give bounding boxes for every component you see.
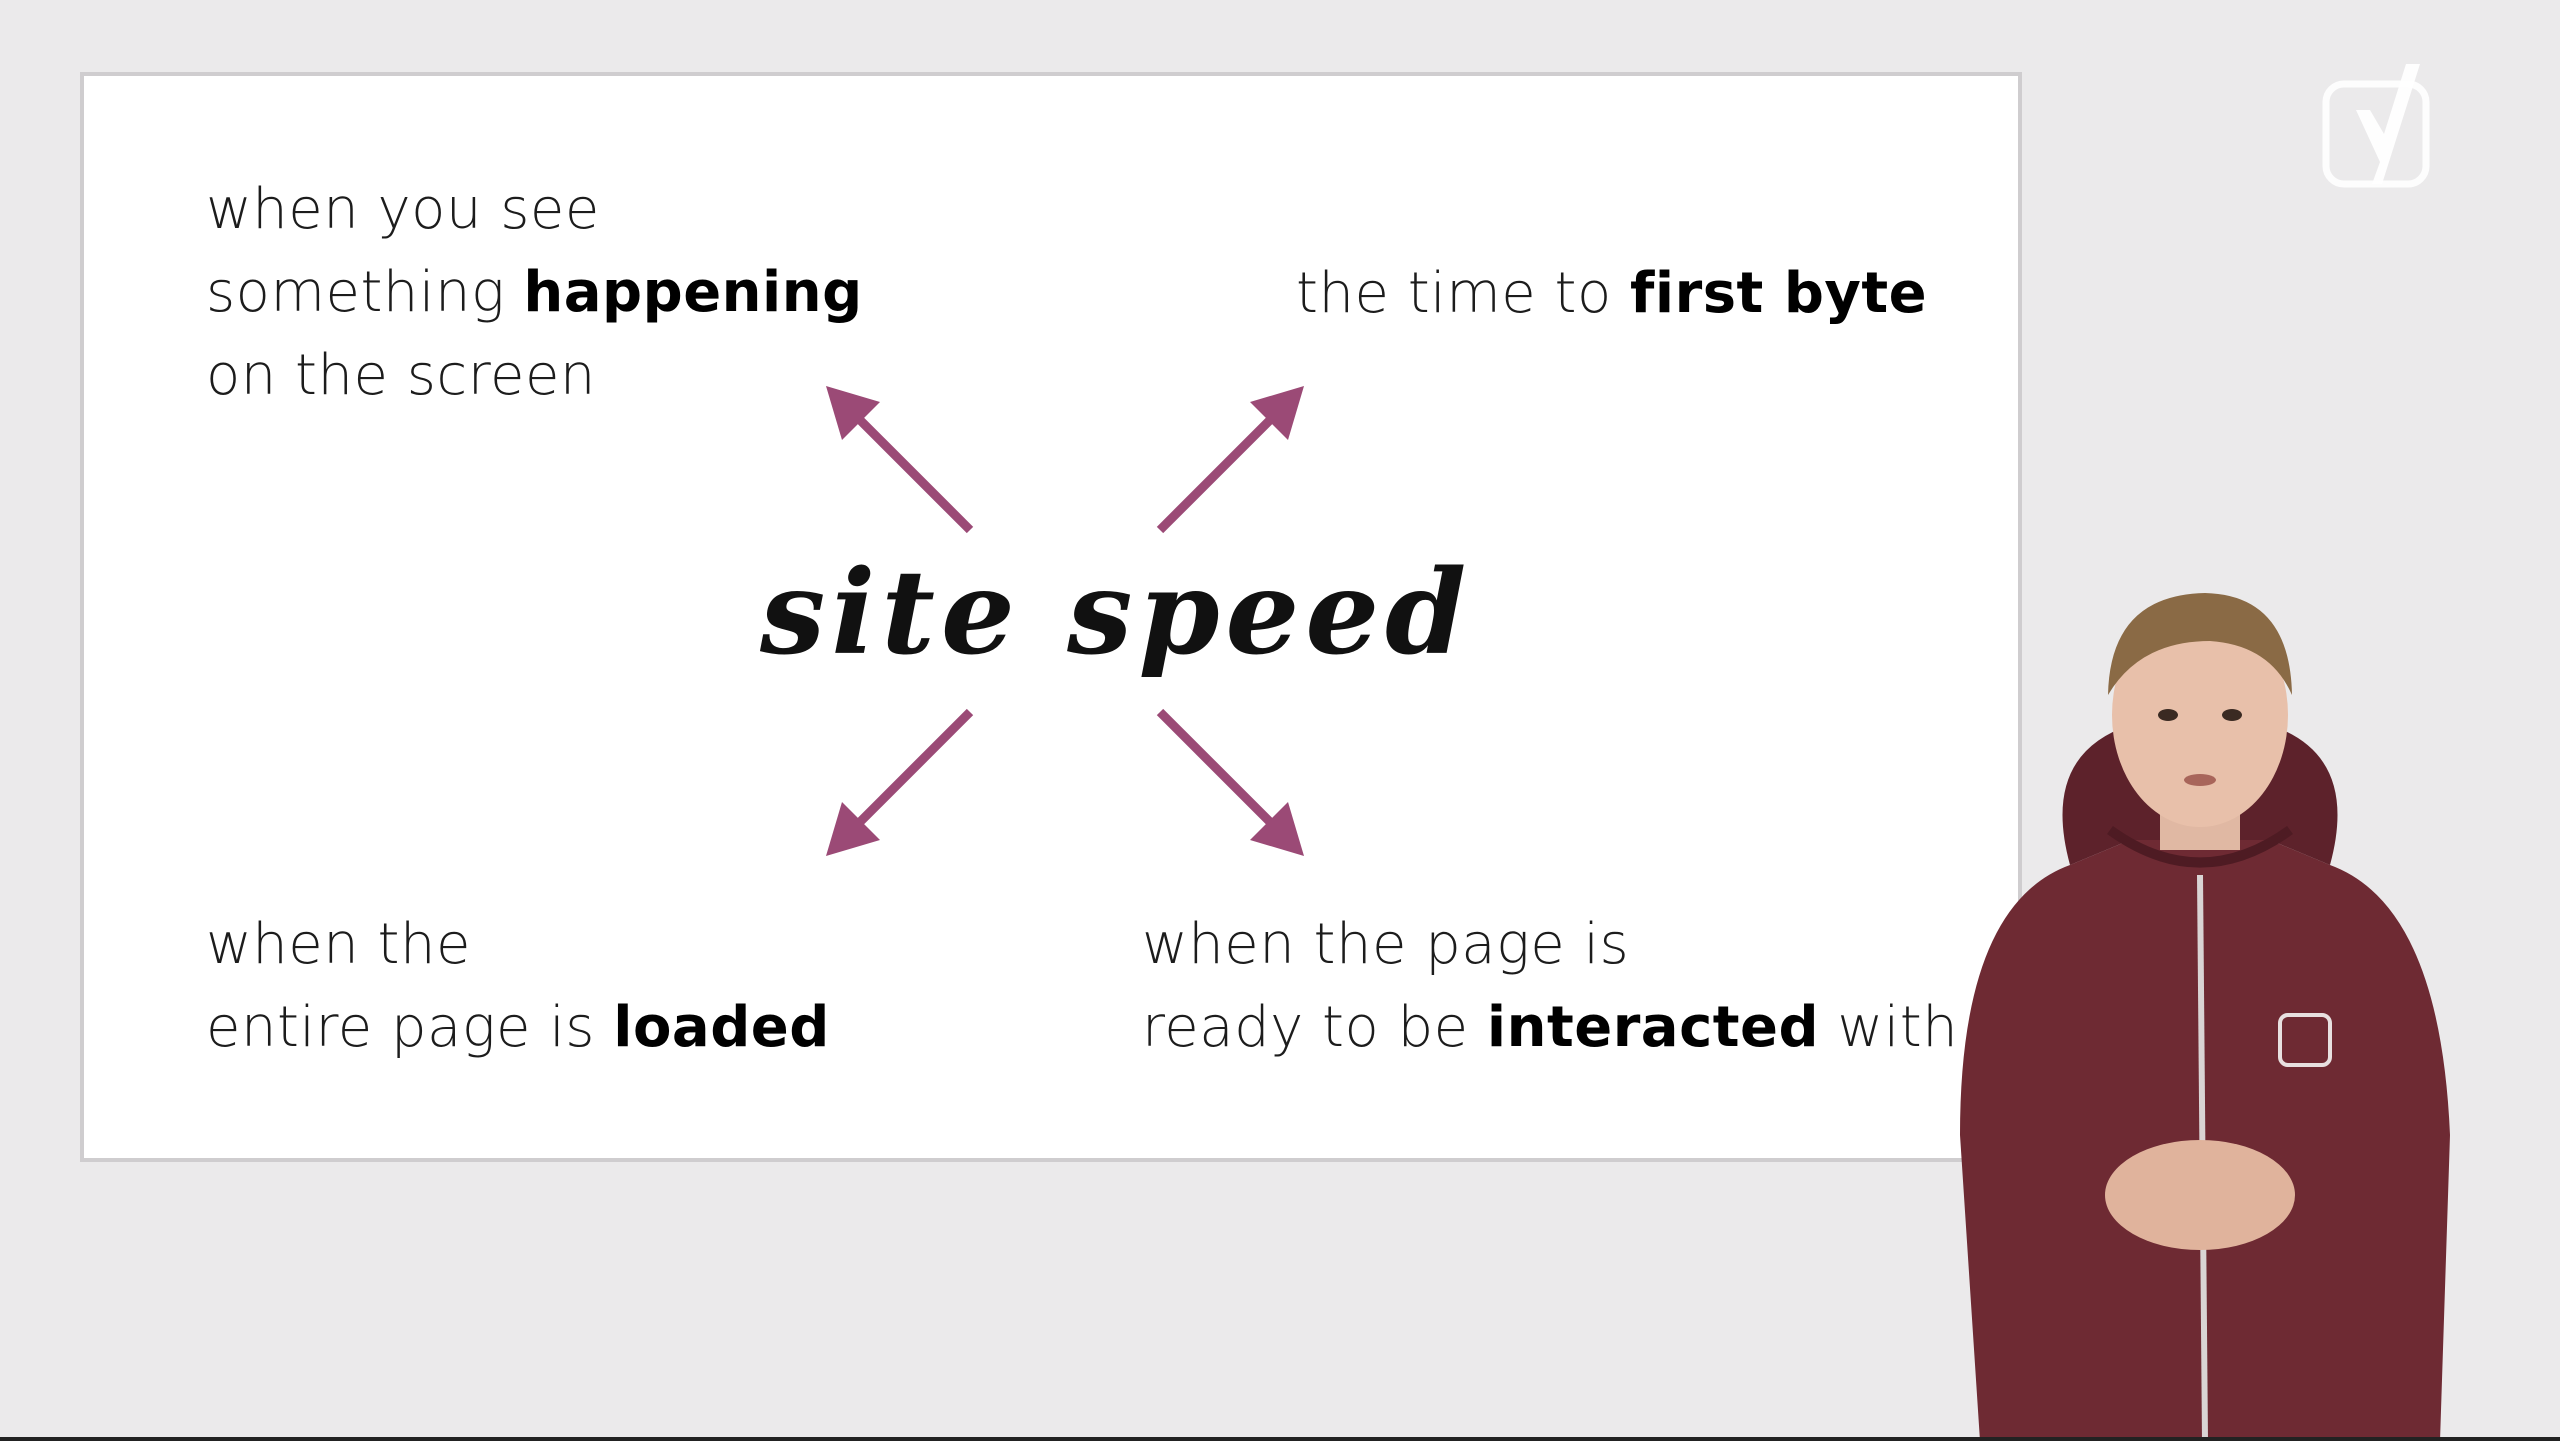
- presentation-slide: [80, 72, 2022, 1162]
- arrow-down-right-icon: [1156, 708, 1304, 856]
- caption-bold: first byte: [1630, 261, 1928, 326]
- presenter-figure: [1960, 593, 2450, 1441]
- caption-bold: happening: [523, 260, 863, 325]
- caption-line: something happening: [206, 260, 863, 325]
- caption-line: entire page is loaded: [206, 995, 830, 1060]
- bottom-left-caption: when the entire page is loaded: [206, 903, 830, 1069]
- caption-line: ready to be interacted with: [1142, 995, 1959, 1060]
- caption-line: on the screen: [206, 343, 596, 408]
- bottom-bar: [0, 1437, 2560, 1441]
- slide-title: site speed: [760, 545, 1473, 681]
- caption-bold: interacted: [1486, 995, 1820, 1060]
- top-left-caption: when you see something happening on the …: [206, 168, 863, 417]
- yoast-logo-icon: [2322, 64, 2430, 188]
- caption-bold: loaded: [613, 995, 830, 1060]
- top-right-caption: the time to first byte: [1296, 252, 1927, 335]
- arrow-down-left-icon: [826, 708, 974, 856]
- caption-line: when the page is: [1142, 912, 1630, 977]
- caption-line: the time to first byte: [1296, 261, 1928, 326]
- bottom-right-caption: when the page is ready to be interacted …: [1142, 903, 1958, 1069]
- arrow-up-left-icon: [826, 386, 974, 534]
- caption-line: when the: [206, 912, 471, 977]
- caption-line: when you see: [206, 177, 600, 242]
- arrow-up-right-icon: [1156, 386, 1304, 534]
